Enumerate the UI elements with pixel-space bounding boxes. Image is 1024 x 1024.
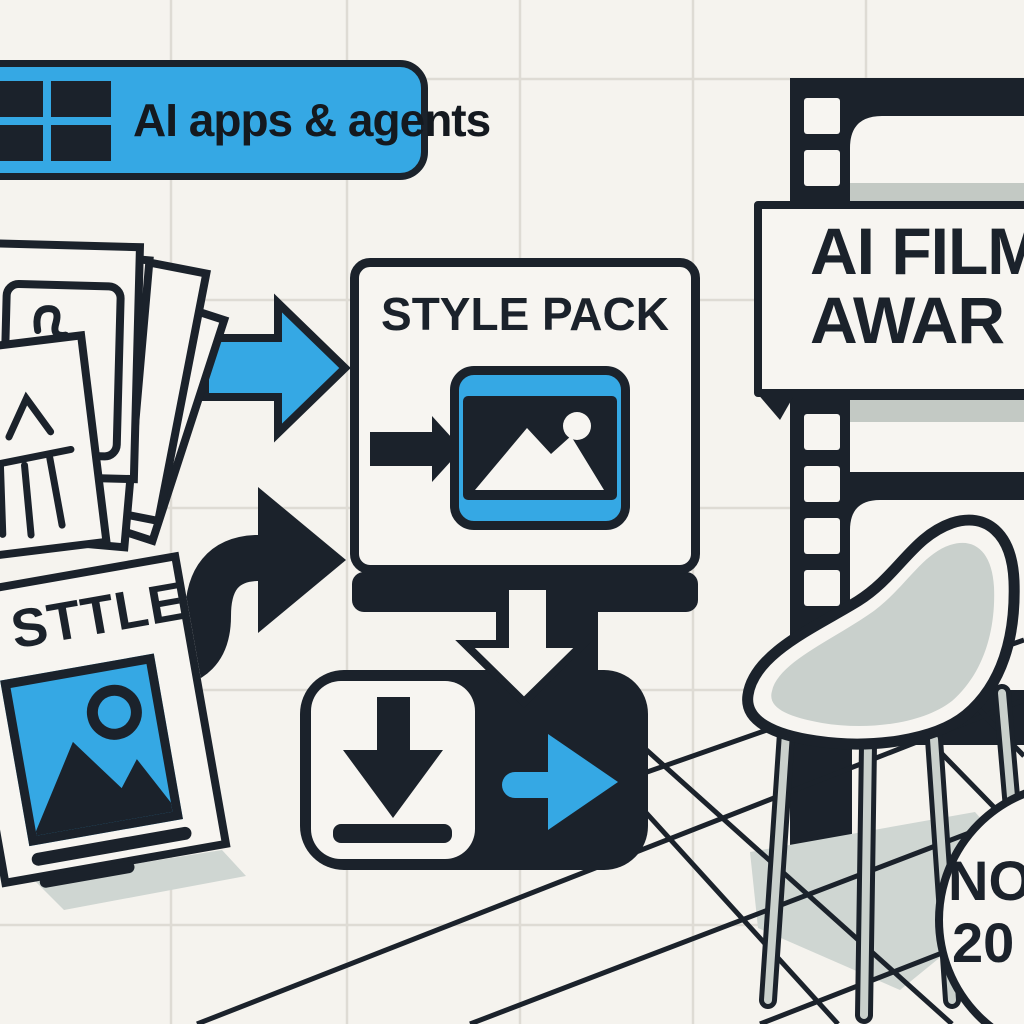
windows-logo-icon bbox=[0, 81, 111, 161]
image-placeholder-icon bbox=[463, 396, 617, 500]
chair-illustration bbox=[742, 514, 1024, 1024]
blue-right-arrow-icon bbox=[201, 293, 351, 443]
ai-apps-agents-badge: AI apps & agents bbox=[0, 60, 491, 180]
poster-image-icon bbox=[0, 653, 183, 847]
award-sign-line2: AWAR bbox=[810, 282, 1005, 357]
poster-shadow bbox=[34, 850, 246, 910]
photo-sketch-card-2 bbox=[0, 330, 111, 561]
date-text-line1: NO bbox=[948, 849, 1024, 912]
award-sign-text: AI FILM AWAR bbox=[762, 209, 1024, 354]
date-circle bbox=[935, 789, 1024, 1024]
poster-title: STTLE bbox=[6, 570, 191, 661]
award-sign-line1: AI FILM bbox=[810, 214, 1024, 288]
award-sign: AI FILM AWAR bbox=[754, 201, 1024, 397]
down-arrow-icon bbox=[455, 582, 593, 708]
style-pack-title: STYLE PACK bbox=[381, 288, 669, 340]
poster: STTLE bbox=[0, 551, 231, 889]
download-icon bbox=[333, 697, 452, 843]
photo-stack bbox=[0, 238, 230, 561]
input-arrow-icon bbox=[370, 416, 462, 482]
badge-label: AI apps & agents bbox=[133, 94, 491, 146]
export-arrow-icon bbox=[502, 734, 618, 830]
download-card-icons bbox=[333, 697, 618, 843]
date-text-line2: 20 bbox=[952, 911, 1015, 974]
